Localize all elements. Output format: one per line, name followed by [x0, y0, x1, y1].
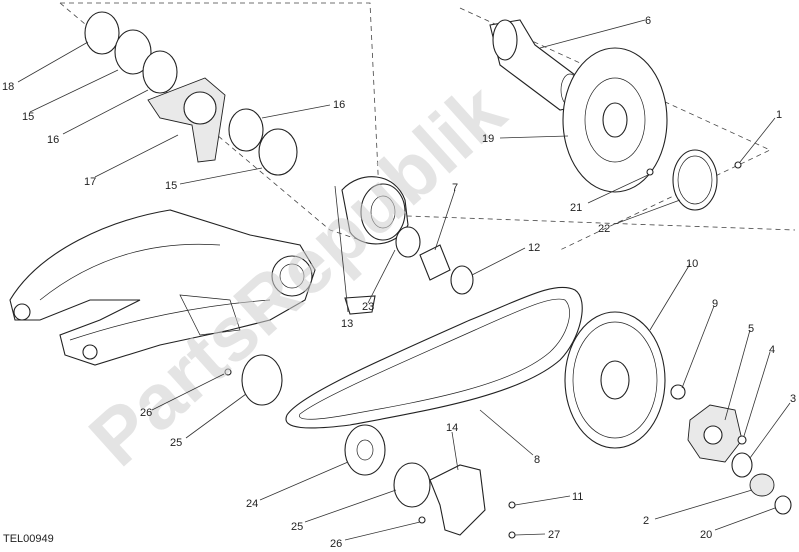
screw-21	[646, 168, 654, 176]
screw-27	[508, 531, 516, 539]
callout-16: 16	[333, 99, 345, 111]
screw-1	[734, 161, 742, 169]
spacer-7	[419, 244, 451, 281]
callout-6: 6	[645, 15, 651, 27]
callout-4: 4	[769, 344, 775, 356]
ring-15-upper	[114, 29, 152, 75]
eccentric-bearing-13	[341, 176, 409, 245]
callout-1: 1	[776, 109, 782, 121]
group-frame-hub	[459, 7, 771, 251]
callout-16: 16	[47, 134, 59, 146]
leader-lines	[17, 19, 791, 541]
ring-12	[450, 265, 474, 295]
ring-15-lower	[258, 128, 298, 176]
callout-19: 19	[482, 133, 494, 145]
tone-ring-22	[672, 149, 718, 211]
callout-15: 15	[22, 111, 34, 123]
callout-9: 9	[712, 298, 718, 310]
callout-labels: 18 15 16 16 17 15 6 19 1 21 22 7 12 23 1…	[2, 15, 796, 550]
seal-23	[395, 226, 421, 258]
callout-25: 25	[170, 437, 182, 449]
group-frame-top	[60, 2, 796, 231]
tab-13	[344, 295, 376, 315]
screw-26-upper	[224, 368, 232, 376]
callout-3: 3	[790, 393, 796, 405]
callout-8: 8	[534, 454, 540, 466]
guard-25-lower	[393, 462, 431, 508]
callout-23: 23	[362, 301, 374, 313]
callout-21: 21	[570, 202, 582, 214]
callout-26: 26	[330, 538, 342, 550]
nut-2	[749, 473, 775, 497]
seal-16-upper	[142, 50, 178, 94]
callout-20: 20	[700, 529, 712, 541]
callout-5: 5	[748, 323, 754, 335]
callout-10: 10	[686, 258, 698, 270]
rear-sprocket-pulley-10	[564, 311, 666, 449]
callout-13: 13	[341, 318, 353, 330]
callout-22: 22	[598, 223, 610, 235]
brake-disc-19	[562, 47, 668, 193]
circlip-20	[774, 495, 792, 515]
callout-12: 12	[528, 242, 540, 254]
callout-24: 24	[246, 498, 258, 510]
callout-15: 15	[165, 180, 177, 192]
drawing-code: TEL00949	[3, 533, 54, 545]
callout-11: 11	[572, 491, 583, 503]
screw-26-lower	[418, 516, 426, 524]
callout-26: 26	[140, 407, 152, 419]
drive-belt-8	[285, 286, 583, 429]
swingarm	[9, 209, 316, 366]
bearing-9	[670, 384, 686, 400]
callout-27: 27	[548, 529, 560, 541]
seal-16-lower	[228, 108, 264, 152]
guard-25-upper	[241, 354, 283, 406]
callout-18: 18	[2, 81, 14, 93]
callout-7: 7	[452, 182, 458, 194]
cover-14	[429, 464, 486, 536]
callout-17: 17	[84, 176, 96, 188]
washer-3	[731, 452, 753, 478]
callout-2: 2	[643, 515, 649, 527]
screw-11	[508, 501, 516, 509]
front-pulley-24	[344, 424, 386, 476]
callout-25: 25	[291, 521, 303, 533]
circlip-18	[84, 11, 120, 55]
nut-4	[737, 435, 747, 445]
callout-14: 14	[446, 422, 458, 434]
